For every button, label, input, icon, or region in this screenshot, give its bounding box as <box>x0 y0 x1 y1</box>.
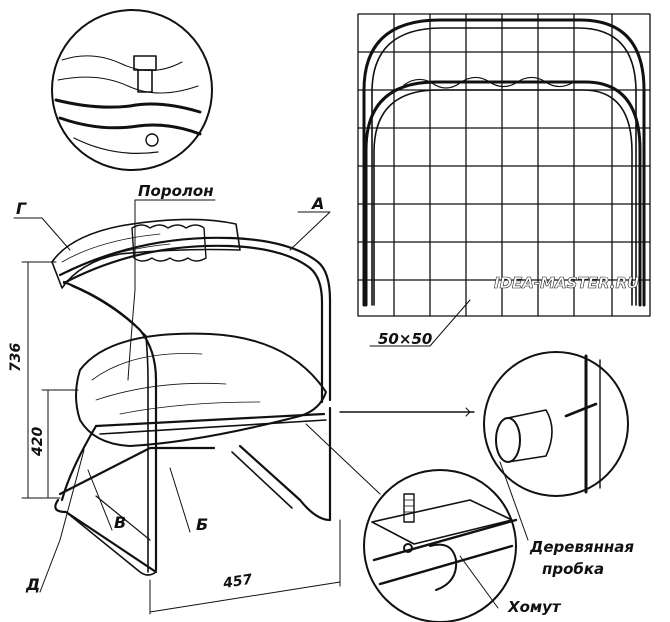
pattern-contours <box>362 18 646 307</box>
detail-circle-clamp <box>363 469 518 622</box>
detail-circle-bolt <box>51 9 213 171</box>
watermark: IDEA-MASTER.RU <box>494 274 639 292</box>
dimension-height-total: 736 <box>8 343 24 372</box>
label-grid-size: 50×50 <box>378 330 432 348</box>
label-g: Г <box>16 199 27 218</box>
dimension-width: 457 <box>221 572 254 593</box>
label-cork-line2: пробка <box>542 560 604 578</box>
dimension-lines <box>21 261 341 615</box>
leader-lines <box>13 199 529 609</box>
pattern-grid <box>357 13 651 317</box>
label-b: Б <box>196 515 208 534</box>
label-a: А <box>310 194 324 213</box>
dimension-height-seat: 420 <box>30 427 46 457</box>
label-v: В <box>114 513 126 532</box>
label-porolon: Поролон <box>138 182 214 200</box>
label-cork-line1: Деревянная <box>529 538 634 556</box>
chair-frame <box>51 218 332 576</box>
detail-circle-cork <box>483 351 629 497</box>
label-clamp: Хомут <box>507 598 562 616</box>
label-d: Д <box>25 575 40 594</box>
